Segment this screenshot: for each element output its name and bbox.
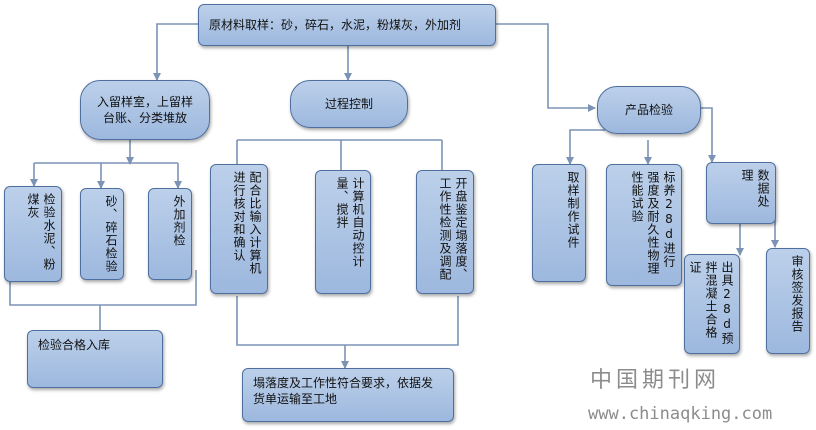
node-raw-material-sampling-text: 原材料取样：砂，碎石，水泥，粉煤灰，外加剂 (209, 18, 462, 32)
node-auto-metering-text: 计算机自动控计量、搅拌 (335, 177, 365, 268)
node-auto-metering: 计算机自动控计量、搅拌 (315, 170, 371, 294)
arrow-top-to-product (496, 23, 596, 112)
arrow-to-sample (566, 129, 605, 165)
node-report-approval: 审核签发报告 (766, 248, 810, 354)
node-slump-check-text: 开盘鉴定塌落度、工作性检测及调配 (438, 177, 468, 281)
arrow-top-to-storage (153, 23, 198, 81)
node-qualified-storage-text: 检验合格入库 (38, 338, 111, 352)
node-cement-flyash-test: 检验水泥、粉煤灰 (4, 186, 62, 282)
node-raw-material-sampling: 原材料取样：砂，碎石，水泥，粉煤灰，外加剂 (198, 4, 496, 46)
node-admixture-test-text: 外加剂检 (172, 195, 186, 247)
arrow-to-data (700, 107, 716, 163)
node-process-control: 过程控制 (290, 80, 408, 128)
tests-merge-bus (9, 270, 197, 306)
node-mix-ratio-entry-text: 配合比输入计算机进行核对和确认 (232, 171, 262, 275)
node-specimen-making-text: 取样制作试件 (566, 171, 580, 249)
node-admixture-test: 外加剂检 (148, 188, 192, 280)
node-delivery-text: 塌落度及工作性符合要求，依据发货单运输至工地 (253, 376, 434, 406)
node-sand-gravel-test: 砂、碎石检验 (80, 188, 124, 280)
node-report-approval-text: 审核签发报告 (790, 255, 804, 333)
node-curing-strength-test-text: 标养28d进行强度及耐久性物理性能试验 (630, 171, 676, 275)
process-merge-bus (236, 296, 459, 346)
node-mix-ratio-entry: 配合比输入计算机进行核对和确认 (210, 164, 268, 294)
node-process-control-text: 过程控制 (324, 97, 373, 111)
node-product-inspection: 产品检验 (597, 86, 701, 134)
node-sample-storage: 入留样室，上留样台账、分类堆放 (80, 80, 210, 140)
node-specimen-making: 取样制作试件 (532, 164, 586, 282)
node-data-processing: 数据处理 (706, 162, 776, 224)
node-product-inspection-text: 产品检验 (624, 103, 673, 117)
watermark-cn: 中国期刊网 (590, 368, 721, 393)
node-delivery: 塌落度及工作性符合要求，依据发货单运输至工地 (242, 368, 454, 422)
node-data-processing-text: 数据处理 (740, 169, 770, 208)
node-slump-check: 开盘鉴定塌落度、工作性检测及调配 (416, 170, 474, 294)
node-curing-strength-test: 标养28d进行强度及耐久性物理性能试验 (606, 164, 682, 286)
node-certificate: 出具28d预拌混凝土合格证 (684, 254, 740, 354)
node-sample-storage-text: 入留样室，上留样台账、分类堆放 (96, 95, 193, 125)
node-cement-flyash-test-text: 检验水泥、粉煤灰 (26, 193, 56, 271)
watermark-url: www.chinaqking.com (588, 404, 773, 424)
node-certificate-text: 出具28d预拌混凝土合格证 (688, 261, 734, 345)
node-qualified-storage: 检验合格入库 (27, 330, 163, 388)
node-sand-gravel-test-text: 砂、碎石检验 (104, 195, 118, 273)
